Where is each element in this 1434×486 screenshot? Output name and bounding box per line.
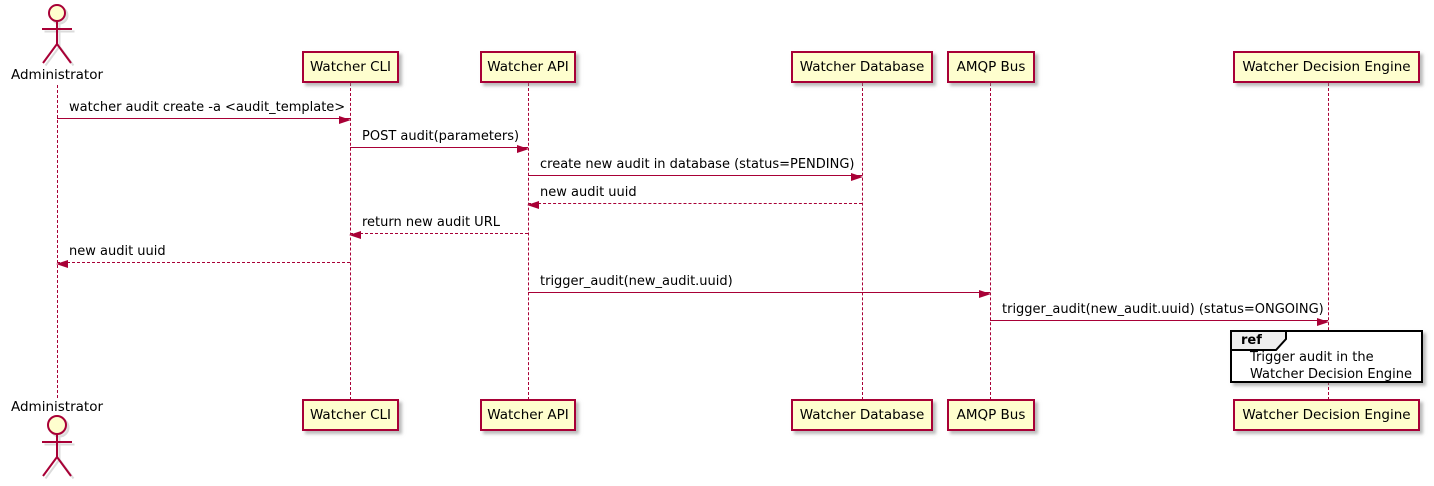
message-line [528,292,990,293]
participant-watcher-database-top: Watcher Database [791,51,933,83]
message-line [350,233,528,234]
arrowhead-right-icon [851,173,863,181]
actor-label-bottom: Administrator [10,399,104,415]
message-label: new audit uuid [69,244,166,259]
lifeline-amqp-bus [990,83,991,400]
actor-icon [42,4,75,66]
message-label: trigger_audit(new_audit.uuid) [540,274,733,289]
message-line [528,203,862,204]
ref-text-line1: Trigger audit in the [1250,350,1374,365]
message-return-audit-url: return new audit URL [349,214,528,239]
message-label: new audit uuid [540,185,637,200]
message-line [350,147,528,148]
arrowhead-right-icon [517,145,529,153]
message-line [57,262,350,263]
arrowhead-right-icon [979,290,991,298]
participant-watcher-database-bottom: Watcher Database [791,399,933,431]
message-new-audit-uuid-db: new audit uuid [527,184,862,209]
participant-watcher-api-top: Watcher API [480,51,576,83]
arrowhead-left-icon [527,201,539,209]
arrowhead-right-icon [1317,318,1329,326]
message-label: trigger_audit(new_audit.uuid) (status=ON… [1002,302,1324,317]
lifeline-watcher-decision-engine [1328,83,1329,400]
participant-watcher-cli-bottom: Watcher CLI [302,399,399,431]
participant-watcher-decision-engine-top: Watcher Decision Engine [1233,51,1420,83]
ref-tab-icon [1230,330,1287,351]
message-new-audit-uuid-admin: new audit uuid [56,243,350,268]
message-trigger-audit-ongoing: trigger_audit(new_audit.uuid) (status=ON… [990,301,1329,326]
actor-label-top: Administrator [10,67,104,83]
message-create-audit-db: create new audit in database (status=PEN… [528,156,863,181]
message-trigger-audit: trigger_audit(new_audit.uuid) [528,273,991,298]
actor-icon-bottom [42,415,75,479]
ref-body: Trigger audit in the Watcher Decision En… [1250,350,1412,383]
message-line [57,118,350,119]
arrowhead-left-icon [56,260,68,268]
participant-amqp-bus-top: AMQP Bus [947,51,1035,83]
message-line [990,320,1328,321]
ref-keyword: ref [1241,333,1262,348]
participant-watcher-decision-engine-bottom: Watcher Decision Engine [1233,399,1420,431]
lifeline-watcher-api [528,83,529,400]
lifeline-watcher-cli [350,83,351,400]
participant-amqp-bus-bottom: AMQP Bus [947,399,1035,431]
message-line [528,175,862,176]
ref-text-line2: Watcher Decision Engine [1250,366,1412,382]
ref-fragment: ref Trigger audit in the Watcher Decisio… [1230,330,1423,383]
lifeline-watcher-database [862,83,863,400]
message-label: create new audit in database (status=PEN… [540,157,855,172]
lifeline-administrator [57,85,58,398]
message-label: watcher audit create -a <audit_template> [69,100,346,115]
message-post-audit: POST audit(parameters) [350,128,529,153]
participant-watcher-cli-top: Watcher CLI [302,51,399,83]
arrowhead-left-icon [349,231,361,239]
message-label: POST audit(parameters) [362,129,520,144]
arrowhead-right-icon [339,116,351,124]
message-audit-create: watcher audit create -a <audit_template> [57,99,351,124]
message-label: return new audit URL [362,215,500,230]
participant-watcher-api-bottom: Watcher API [480,399,576,431]
